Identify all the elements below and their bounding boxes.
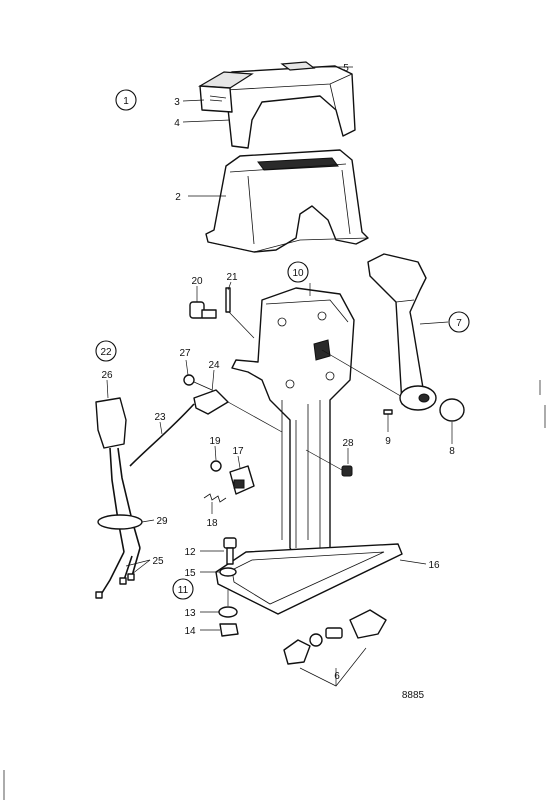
screw-9 (383, 409, 393, 415)
label-6: 6 (334, 671, 340, 682)
label-7: 7 (456, 318, 462, 329)
washer-nut-13-14 (218, 590, 239, 637)
label-24: 24 (208, 360, 220, 371)
control-housing (231, 287, 405, 561)
label-22: 22 (100, 347, 112, 358)
base-plate (215, 543, 403, 615)
label-29: 29 (156, 516, 168, 527)
label-14: 14 (184, 626, 196, 637)
screw-19 (210, 460, 222, 472)
label-5: 5 (343, 63, 349, 74)
label-2: 2 (175, 192, 181, 203)
top-cover (198, 61, 356, 149)
control-lever (367, 253, 465, 422)
label-16: 16 (428, 560, 440, 571)
leader-lines (106, 66, 453, 631)
label-9: 9 (385, 436, 391, 447)
label-15: 15 (184, 568, 196, 579)
switch-24 (193, 389, 283, 433)
reference-number: 8885 (402, 690, 425, 701)
nut-28 (305, 449, 353, 477)
label-10: 10 (292, 268, 304, 279)
label-21: 21 (226, 272, 238, 283)
label-3: 3 (174, 97, 180, 108)
wiring-harness (95, 397, 195, 599)
bolt-12-15 (219, 537, 237, 577)
group-marker-11 (172, 578, 194, 600)
label-20: 20 (191, 276, 203, 287)
label-26: 26 (101, 370, 113, 381)
group-marker-7 (448, 311, 470, 333)
group-marker-22 (95, 340, 117, 362)
bracket-17 (229, 465, 255, 495)
label-17: 17 (232, 446, 244, 457)
label-25: 25 (152, 556, 164, 567)
label-28: 28 (342, 438, 354, 449)
label-19: 19 (209, 436, 221, 447)
label-23: 23 (154, 412, 166, 423)
label-11: 11 (178, 585, 189, 596)
pin-20-21 (189, 287, 255, 339)
label-12: 12 (184, 547, 196, 558)
label-8: 8 (449, 446, 455, 457)
label-4: 4 (174, 118, 180, 129)
friction-brake-6 (283, 609, 387, 687)
screw-27 (183, 374, 213, 391)
group-marker-1 (115, 89, 137, 111)
label-13: 13 (184, 608, 196, 619)
label-18: 18 (206, 518, 218, 529)
label-27: 27 (179, 348, 191, 359)
group-marker-10 (287, 261, 309, 283)
spring-18 (203, 493, 227, 503)
label-1: 1 (123, 96, 129, 107)
lower-cover (205, 149, 369, 253)
